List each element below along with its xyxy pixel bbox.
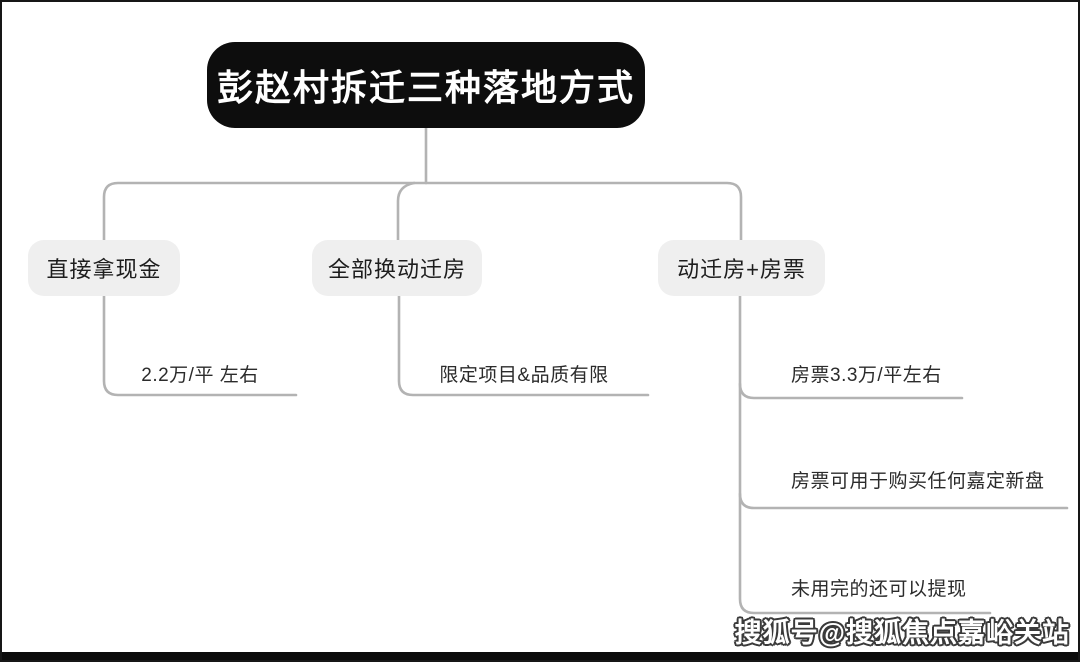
leaf-cash-price-label: 2.2万/平 左右 (141, 365, 259, 386)
branch-node-relocation-house-label: 全部换动迁房 (327, 257, 466, 282)
branch-node-house-plus-ticket: 动迁房+房票 (658, 240, 825, 296)
connector-rail (102, 181, 743, 242)
connector-leaf-ticket-2 (738, 492, 1069, 510)
connector-leaf-house (397, 294, 650, 397)
leaf-ticket-price-label: 房票3.3万/平左右 (791, 365, 942, 386)
connector-branch-middle (396, 181, 416, 242)
branch-node-house-plus-ticket-label: 动迁房+房票 (677, 257, 806, 282)
sohu-watermark: 搜狐号@搜狐焦点嘉峪关站 (734, 618, 1070, 648)
connector-ticket-spine (738, 294, 992, 615)
root-node-label: 彭赵村拆迁三种落地方式 (216, 67, 635, 108)
branch-node-cash: 直接拿现金 (28, 240, 180, 296)
leaf-ticket-withdraw-label: 未用完的还可以提现 (791, 579, 967, 600)
branch-node-relocation-house: 全部换动迁房 (312, 240, 482, 296)
leaf-house-limit: 限定项目&品质有限 (399, 360, 649, 387)
connector-leaf-ticket-1 (738, 382, 964, 400)
root-node: 彭赵村拆迁三种落地方式 (207, 42, 645, 128)
leaf-ticket-usage-label: 房票可用于购买任何嘉定新盘 (791, 471, 1045, 492)
leaf-cash-price: 2.2万/平 左右 (104, 360, 296, 387)
branch-node-cash-label: 直接拿现金 (46, 257, 162, 282)
leaf-ticket-price: 房票3.3万/平左右 (791, 360, 942, 387)
connector-leaf-cash (102, 294, 298, 397)
bottom-black-bar (2, 652, 1078, 660)
leaf-ticket-usage: 房票可用于购买任何嘉定新盘 (791, 466, 1045, 493)
leaf-ticket-withdraw: 未用完的还可以提现 (791, 574, 967, 601)
leaf-house-limit-label: 限定项目&品质有限 (439, 365, 609, 386)
